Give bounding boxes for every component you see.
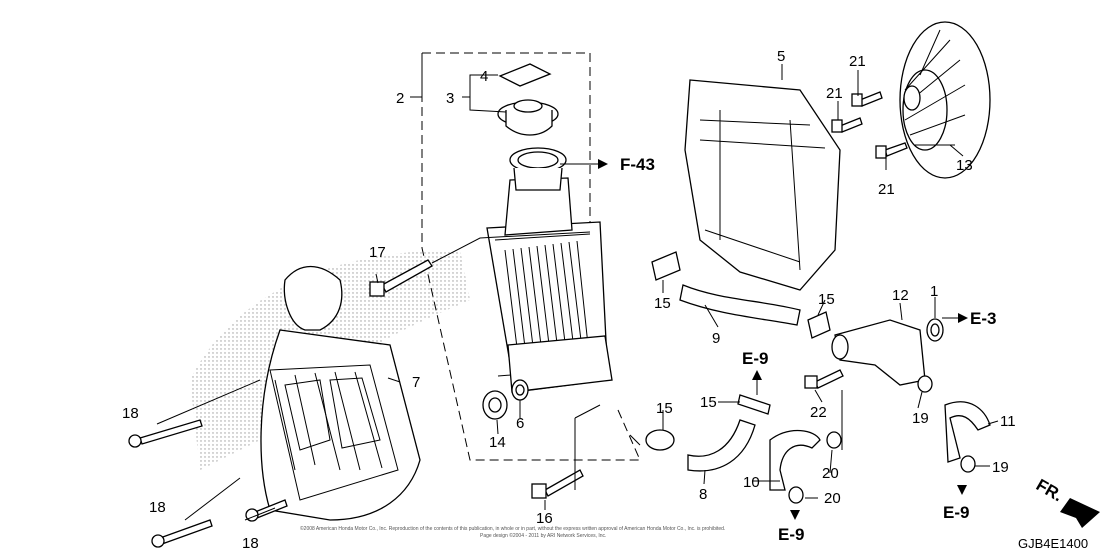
callout-20-lower: 20 — [824, 490, 841, 507]
clamp-15-upper[interactable] — [651, 251, 681, 281]
callout-15-upper: 15 — [654, 295, 671, 312]
drain-bolt-14[interactable] — [482, 390, 508, 420]
clamp-15-right[interactable] — [807, 311, 831, 339]
thermostat-housing[interactable] — [831, 319, 926, 386]
leader-lines — [156, 64, 999, 521]
ref-e3[interactable]: E-3 — [970, 309, 996, 328]
filler-neck — [509, 147, 567, 191]
copyright-line-1: ©2008 American Honda Motor Co., Inc. Rep… — [300, 525, 725, 532]
callout-19-lower: 19 — [992, 459, 1009, 476]
ref-e9-right[interactable]: E-9 — [943, 503, 969, 522]
callout-6: 6 — [516, 415, 524, 432]
callout-2: 2 — [396, 90, 404, 107]
bolt-21-lower[interactable] — [875, 142, 908, 159]
hose-11[interactable] — [944, 401, 991, 463]
clamp-19-lower[interactable] — [960, 455, 976, 473]
clamp-20-upper[interactable] — [826, 431, 842, 449]
bolt-21-middle[interactable] — [831, 117, 863, 133]
callout-18-lower-left: 18 — [149, 499, 166, 516]
callout-17: 17 — [369, 244, 386, 261]
callout-15-e9: 15 — [700, 394, 717, 411]
callout-5: 5 — [777, 48, 785, 65]
radiator-fins — [504, 240, 591, 373]
screw-18-upper[interactable] — [128, 419, 203, 448]
cap-seal[interactable] — [498, 63, 552, 87]
callout-10: 10 — [743, 474, 760, 491]
callout-14: 14 — [489, 434, 506, 451]
clamp-19-upper[interactable] — [917, 375, 933, 393]
washer-6[interactable] — [511, 379, 529, 401]
callout-21-upper: 21 — [849, 53, 866, 70]
callout-8: 8 — [699, 486, 707, 503]
callout-19-upper: 19 — [912, 410, 929, 427]
callout-11: 11 — [1000, 413, 1016, 430]
bolt-16[interactable] — [531, 469, 584, 499]
callout-1: 1 — [930, 283, 938, 300]
callout-12: 12 — [892, 287, 909, 304]
callout-7: 7 — [412, 374, 420, 391]
callout-3: 3 — [446, 90, 454, 107]
reference-arrows — [560, 159, 968, 520]
callout-18-upper: 18 — [122, 405, 139, 422]
radiator-assembly-boundary — [421, 52, 641, 461]
hose-9[interactable] — [679, 284, 801, 326]
copyright-line-2: Page design ©2004 - 2011 by ARI Network … — [480, 532, 606, 539]
radiator-cap[interactable] — [497, 99, 559, 136]
callout-4: 4 — [480, 68, 488, 85]
ref-e9-bottom[interactable]: E-9 — [778, 525, 804, 544]
callout-21-middle: 21 — [826, 85, 843, 102]
callout-15-right: 15 — [818, 291, 835, 308]
bolt-17[interactable] — [369, 259, 433, 297]
ref-e9-top[interactable]: E-9 — [742, 349, 768, 368]
callout-9: 9 — [712, 330, 720, 347]
o-ring-1[interactable] — [926, 318, 944, 342]
front-direction-label: FR. — [1033, 475, 1066, 505]
radiator-shroud[interactable] — [260, 266, 421, 521]
hose-10[interactable] — [769, 429, 821, 491]
callout-16: 16 — [536, 510, 553, 527]
clamp-15-lower[interactable] — [645, 429, 675, 451]
callout-21-lower: 21 — [878, 181, 895, 198]
callout-20-upper: 20 — [822, 465, 839, 482]
screw-18-lower-left[interactable] — [151, 519, 213, 548]
bolt-21-upper[interactable] — [851, 91, 883, 107]
clamp-15-e9[interactable] — [737, 394, 771, 415]
fan-cover[interactable] — [684, 79, 841, 291]
callout-13: 13 — [956, 157, 973, 174]
clamp-20-lower[interactable] — [788, 486, 804, 504]
callout-15-lower: 15 — [656, 400, 673, 417]
radiator-core[interactable] — [486, 177, 613, 393]
ref-f43[interactable]: F-43 — [620, 155, 655, 174]
callout-22: 22 — [810, 404, 827, 421]
hose-8[interactable] — [687, 419, 756, 472]
cooling-fan[interactable] — [899, 21, 991, 179]
front-direction-arrow — [1060, 498, 1100, 528]
bolt-22[interactable] — [804, 369, 844, 389]
callout-18-lower-right: 18 — [242, 535, 259, 552]
diagram-code: GJB4E1400 — [1018, 536, 1088, 551]
